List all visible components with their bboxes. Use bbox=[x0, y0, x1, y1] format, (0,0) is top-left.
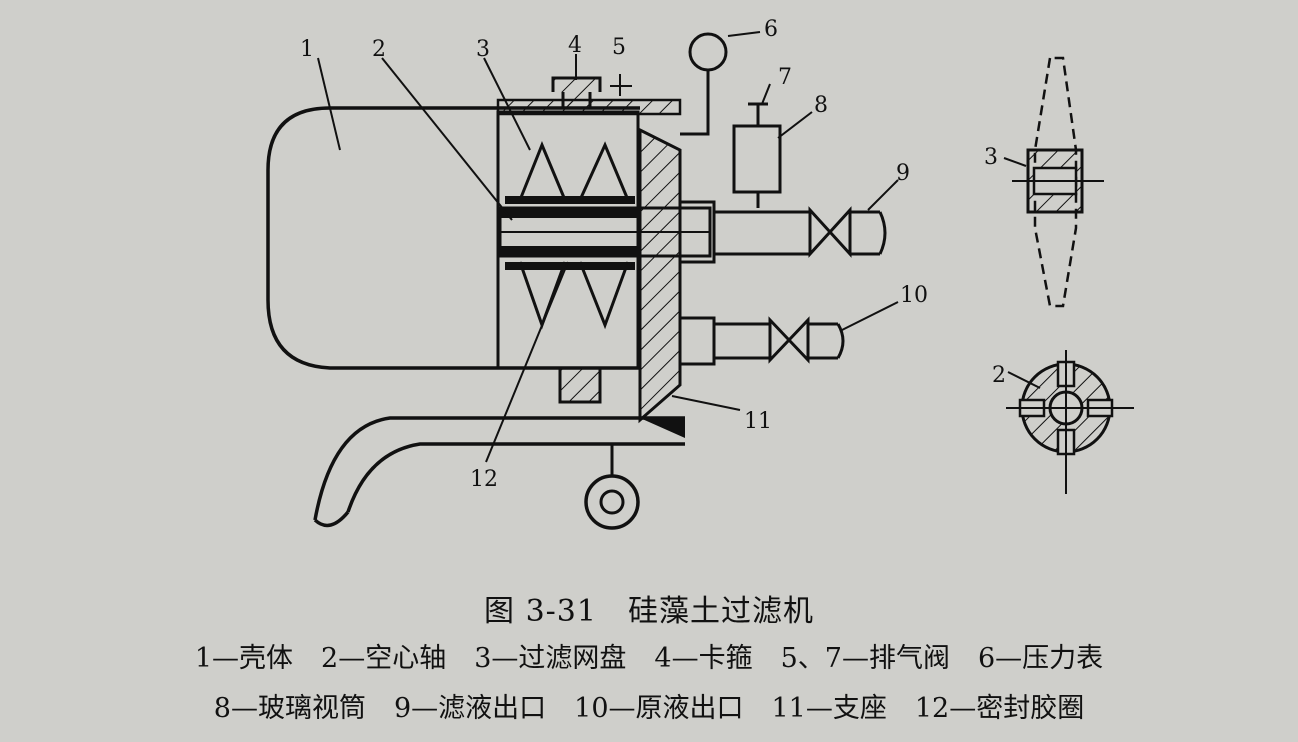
filtrate-coupling bbox=[678, 200, 716, 264]
filter-disc-lower bbox=[518, 261, 630, 330]
legend-item: 9—滤液出口 bbox=[393, 693, 547, 724]
callout-11: 11 bbox=[744, 409, 772, 434]
callout-10: 10 bbox=[900, 283, 928, 308]
legend-item: 8—玻璃视筒 bbox=[213, 693, 366, 724]
legend-item: 10—原液出口 bbox=[574, 693, 744, 724]
legend-item: 2—空心轴 bbox=[321, 643, 447, 674]
section-callout-2: 2 bbox=[992, 363, 1006, 388]
callout-3: 3 bbox=[476, 37, 490, 62]
callout-12: 12 bbox=[470, 467, 498, 492]
filtrate-pipe-end bbox=[878, 211, 887, 255]
shell-body bbox=[266, 106, 640, 370]
legend-item: 1—壳体 bbox=[194, 643, 294, 674]
callout-5: 5 bbox=[612, 35, 626, 60]
support-stand bbox=[313, 416, 685, 521]
sight-glass bbox=[732, 124, 782, 194]
pressure-gauge bbox=[688, 32, 728, 72]
raw-pipe bbox=[714, 322, 838, 360]
raw-coupling bbox=[678, 316, 716, 366]
raw-valve bbox=[768, 316, 810, 364]
lower-seal bbox=[505, 262, 635, 270]
callout-4: 4 bbox=[568, 33, 582, 58]
leader-lines bbox=[317, 31, 1041, 463]
support-tip bbox=[313, 510, 350, 528]
figure-caption: 图 3-31 硅藻土过滤机 bbox=[484, 594, 814, 629]
legend-item: 12—密封胶圈 bbox=[914, 693, 1085, 724]
support-black bbox=[640, 418, 685, 438]
legend-item: 11—支座 bbox=[771, 693, 887, 724]
filter-disc-upper bbox=[518, 141, 630, 201]
callout-1: 1 bbox=[300, 37, 314, 62]
shaft-lower-band bbox=[500, 246, 640, 256]
legend-item: 6—压力表 bbox=[977, 643, 1104, 674]
section-callout-3: 3 bbox=[984, 145, 998, 170]
filter-machine-diagram: 1 2 3 4 5 6 7 8 9 10 11 12 3 2 bbox=[266, 17, 1134, 530]
callout-9: 9 bbox=[896, 161, 910, 186]
legend-item: 4—卡箍 bbox=[654, 643, 753, 674]
filtrate-valve bbox=[808, 206, 852, 258]
callout-2: 2 bbox=[372, 37, 386, 62]
callout-6: 6 bbox=[764, 17, 778, 42]
legend-row-2: 8—玻璃视筒 9—滤液出口 10—原液出口 11—支座 12—密封胶圈 bbox=[0, 686, 1298, 725]
wheel-hub bbox=[599, 489, 625, 515]
legend-item: 5、7—排气阀 bbox=[780, 643, 950, 674]
clamp-bottom bbox=[558, 368, 602, 404]
callout-8: 8 bbox=[814, 93, 828, 118]
gauge-pipe bbox=[680, 70, 710, 136]
filtrate-pipe bbox=[714, 210, 880, 256]
legend-row-1: 1—壳体 2—空心轴 3—过滤网盘 4—卡箍 5、7—排气阀 6—压力表 bbox=[0, 636, 1298, 675]
wheel bbox=[584, 474, 640, 530]
end-plate bbox=[638, 127, 682, 424]
shaft-upper-band bbox=[500, 208, 640, 218]
filter-chamber bbox=[496, 110, 640, 370]
callout-7: 7 bbox=[778, 65, 792, 90]
upper-seal bbox=[505, 196, 635, 204]
legend-item: 3—过滤网盘 bbox=[474, 643, 627, 674]
raw-pipe-end bbox=[836, 323, 845, 359]
